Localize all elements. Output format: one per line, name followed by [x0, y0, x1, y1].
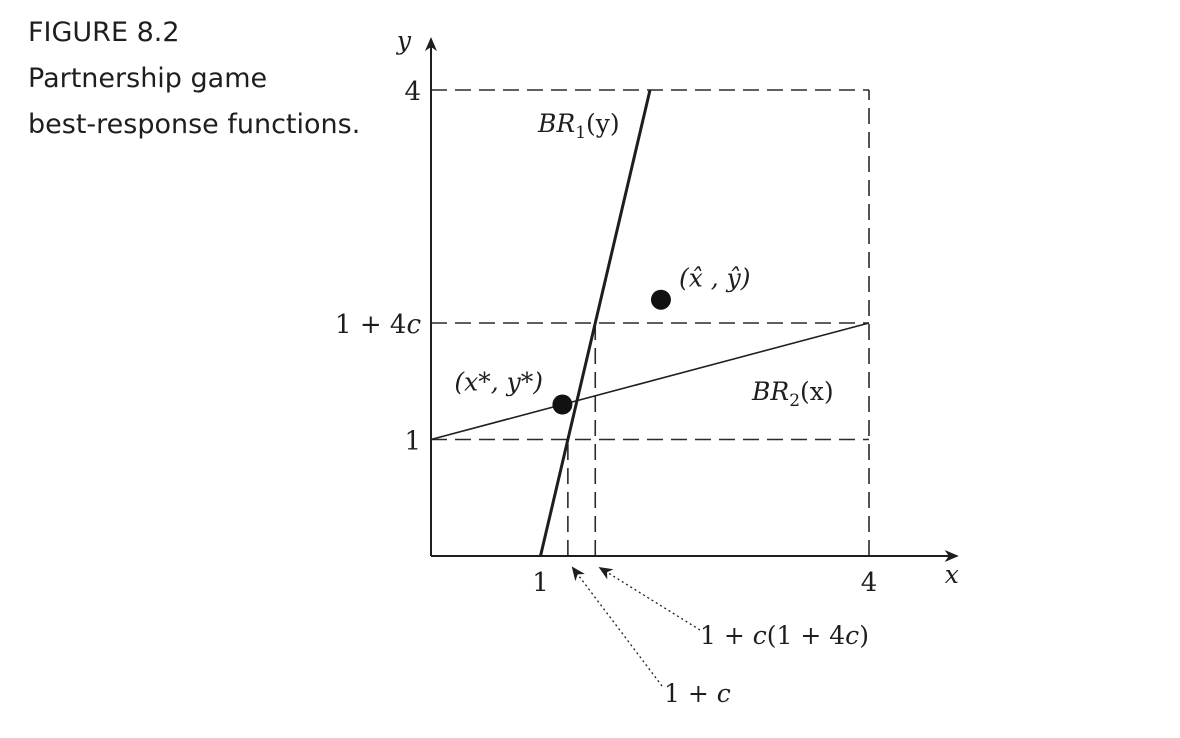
- y-tick-label-1: 1 + 4c: [335, 310, 421, 340]
- x-tick-label-1: 4: [861, 568, 878, 598]
- series-label-2: BR2(x): [751, 377, 834, 411]
- series-lines: [430, 89, 870, 557]
- point-label-2: (x̂ , ŷ): [679, 264, 751, 293]
- y-tick-label-2: 4: [404, 77, 421, 107]
- axes: [425, 37, 959, 562]
- dashed-guides: [431, 89, 870, 556]
- point-1: [552, 394, 573, 415]
- annotation-arrow-1: [598, 566, 701, 631]
- annotation-arrow-2: [571, 566, 663, 687]
- marks: [552, 289, 701, 687]
- x-tick-label-0: 1: [532, 568, 549, 598]
- annotation-label-2: 1 + c: [664, 679, 731, 708]
- point-label-1: (x*, y*): [454, 368, 543, 397]
- figure-title-line-2: best-response functions.: [28, 109, 361, 140]
- series-line-2: [430, 322, 870, 441]
- y-axis-label: y: [396, 26, 412, 55]
- x-axis-label: x: [945, 560, 959, 589]
- annotation-label-1: 1 + c(1 + 4c): [700, 621, 869, 650]
- y-tick-label-0: 1: [404, 427, 421, 457]
- figure-number: FIGURE 8.2: [28, 17, 180, 48]
- figure-title-line-1: Partnership game: [28, 63, 268, 94]
- figure-caption: FIGURE 8.2 Partnership game best-respons…: [28, 10, 360, 148]
- point-2: [650, 289, 671, 310]
- series-line-1: [539, 89, 652, 557]
- series-label-1: BR1(y): [537, 109, 620, 143]
